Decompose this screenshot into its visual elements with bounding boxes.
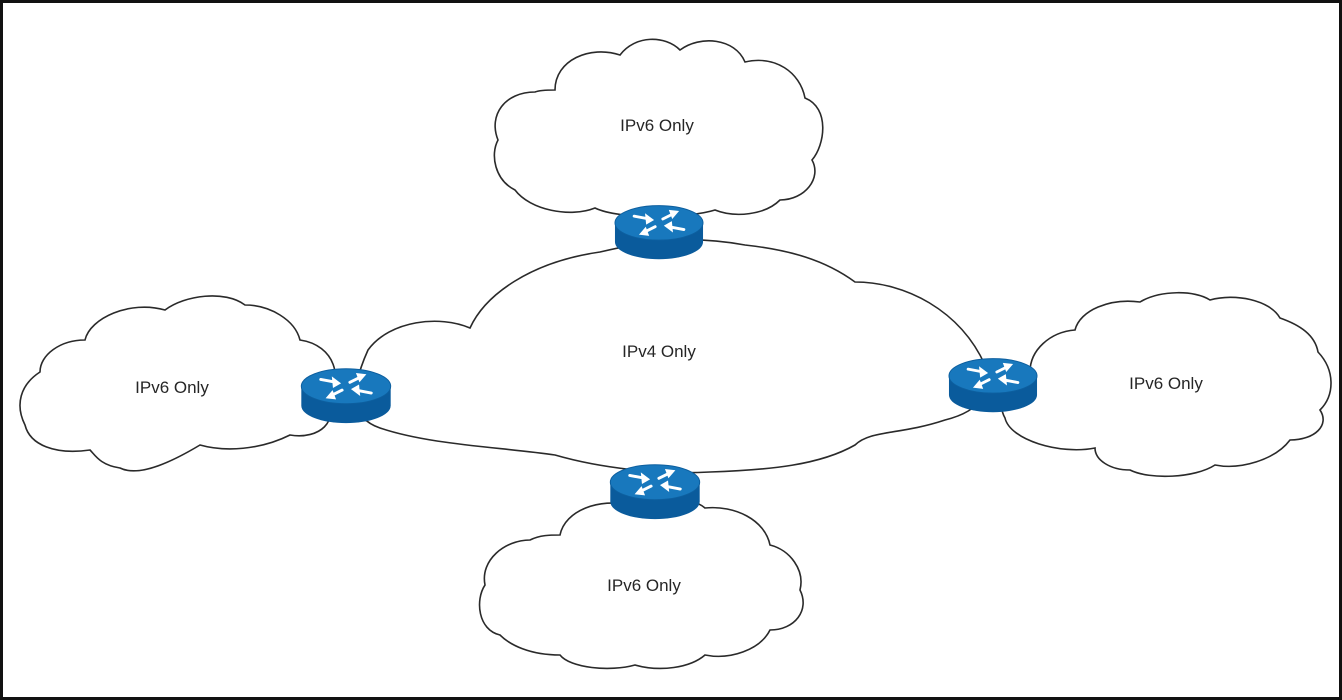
top-cloud bbox=[493, 38, 824, 218]
bottom-cloud-label: IPv6 Only bbox=[607, 576, 681, 595]
bottom-cloud bbox=[478, 497, 804, 670]
router-icon-left bbox=[299, 367, 393, 425]
right-cloud bbox=[1001, 291, 1332, 478]
center-cloud-label: IPv4 Only bbox=[622, 342, 696, 361]
router-icon-right bbox=[947, 357, 1039, 414]
left-cloud-label: IPv6 Only bbox=[135, 378, 209, 397]
top-cloud-label: IPv6 Only bbox=[620, 116, 694, 135]
router-icon-bottom bbox=[608, 463, 702, 521]
router-icon-top bbox=[613, 204, 705, 261]
right-cloud-label: IPv6 Only bbox=[1129, 374, 1203, 393]
left-cloud bbox=[19, 295, 336, 472]
